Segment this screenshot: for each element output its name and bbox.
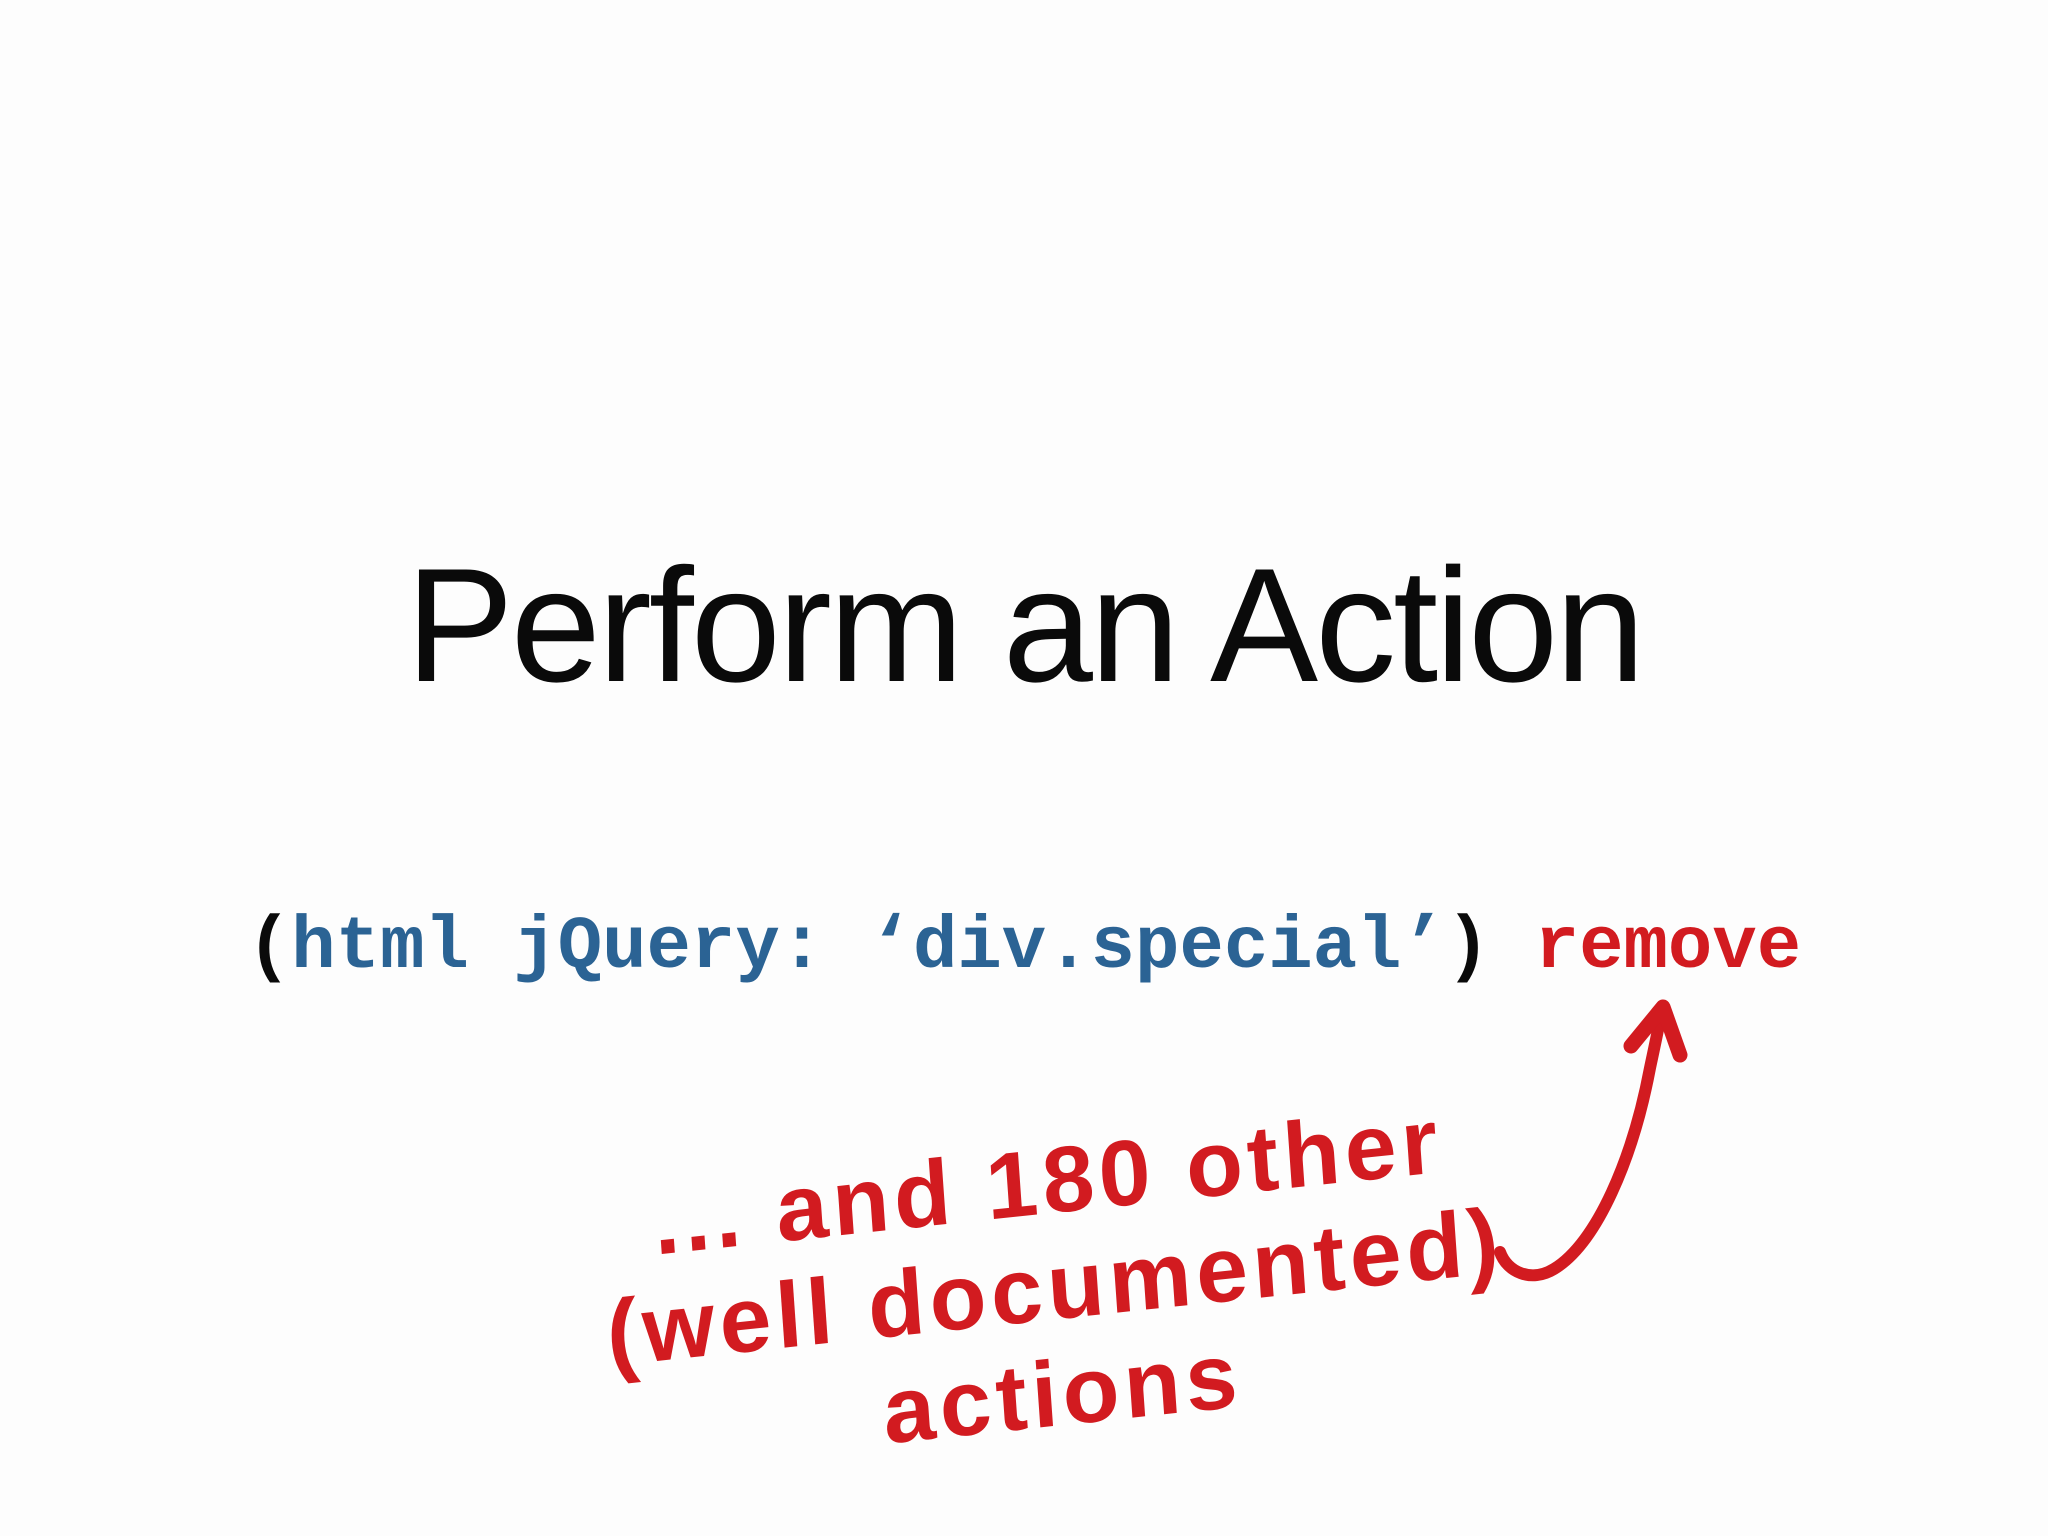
code-selector: html jQuery: ‘div.special’ (291, 906, 1446, 990)
code-separator (1490, 906, 1534, 990)
code-close-paren: ) (1445, 906, 1491, 990)
slide-title: Perform an Action (405, 535, 1646, 716)
code-action-remove: remove (1534, 906, 1802, 990)
code-open-paren: ( (246, 906, 292, 990)
handwritten-annotation: ... and 180 other (well documented) acti… (388, 1059, 1723, 1514)
code-example: (html jQuery: ‘div.special’) remove (0, 906, 2048, 990)
